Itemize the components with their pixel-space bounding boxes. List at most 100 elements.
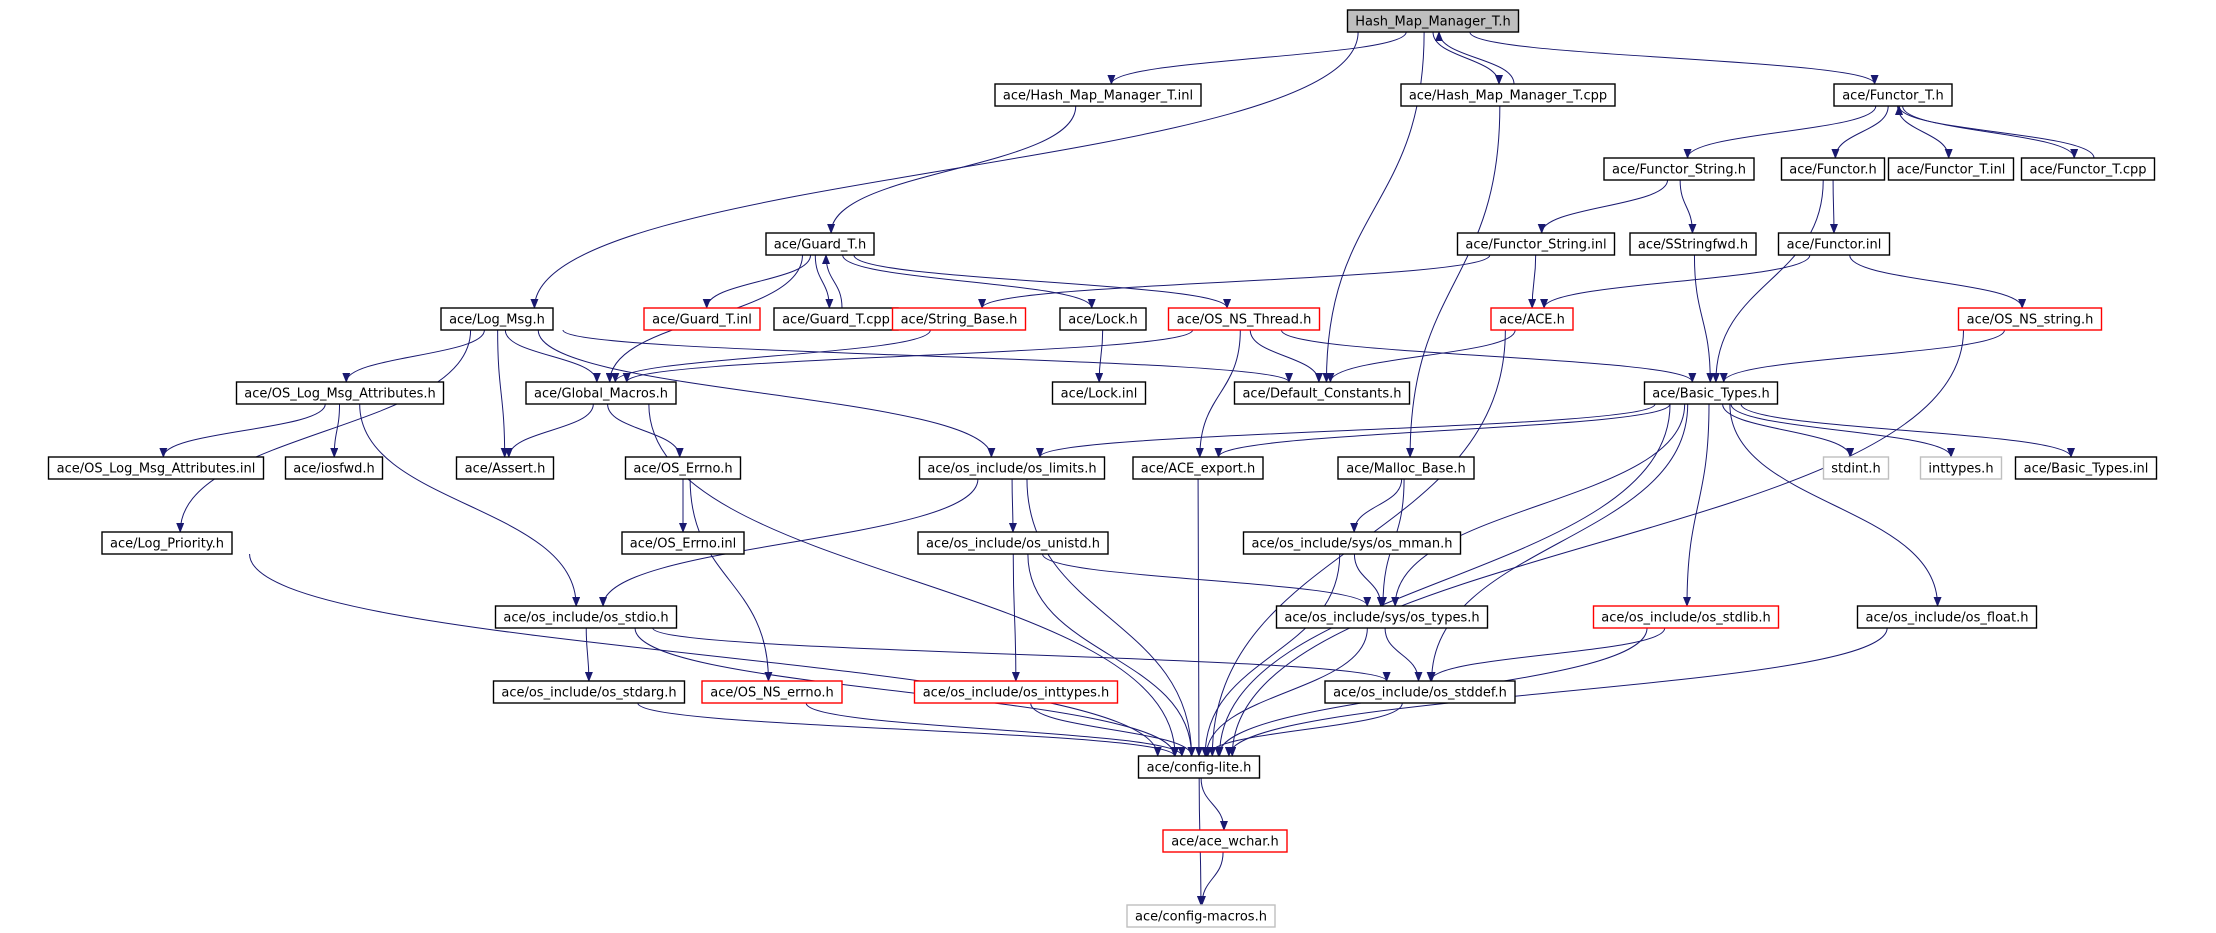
- node-os-stdlib[interactable]: ace/os_include/os_stdlib.h: [1592, 605, 1780, 629]
- node-box: [1233, 381, 1411, 405]
- node-label: ace/ACE_export.h: [1141, 462, 1255, 477]
- edge-log-priority-to-config-lite: [249, 553, 1162, 757]
- node-box: [917, 531, 1109, 555]
- node-os-mman[interactable]: ace/os_include/sys/os_mman.h: [1242, 531, 1462, 555]
- node-stdint[interactable]: stdint.h: [1822, 456, 1890, 480]
- node-box: [1822, 456, 1890, 480]
- node-assert-h[interactable]: ace/Assert.h: [455, 456, 555, 480]
- node-label: ace/os_include/sys/os_types.h: [1284, 611, 1479, 626]
- node-os-ns-string[interactable]: ace/OS_NS_string.h: [1957, 307, 2103, 331]
- node-log-priority[interactable]: ace/Log_Priority.h: [101, 531, 233, 555]
- node-guard-t-inl[interactable]: ace/Guard_T.inl: [643, 307, 761, 331]
- node-os-stdarg[interactable]: ace/os_include/os_stdarg.h: [492, 680, 686, 704]
- node-box: [1490, 307, 1574, 331]
- node-os-log-attr-inl[interactable]: ace/OS_Log_Msg_Attributes.inl: [47, 456, 265, 480]
- node-box: [1456, 232, 1616, 256]
- node-functor-t-inl[interactable]: ace/Functor_T.inl: [1887, 157, 2015, 181]
- node-box: [624, 456, 742, 480]
- node-label: ace/Malloc_Base.h: [1346, 462, 1466, 477]
- node-box: [701, 680, 843, 704]
- node-functor-t-h[interactable]: ace/Functor_T.h: [1833, 83, 1953, 107]
- node-hmm-cpp[interactable]: ace/Hash_Map_Manager_T.cpp: [1400, 83, 1616, 107]
- node-functor-string-inl[interactable]: ace/Functor_String.inl: [1456, 232, 1616, 256]
- node-box: [1887, 157, 2015, 181]
- node-box: [1126, 904, 1276, 928]
- node-label: ace/os_include/sys/os_mman.h: [1252, 537, 1453, 552]
- node-os-unistd[interactable]: ace/os_include/os_unistd.h: [917, 531, 1109, 555]
- edge-functor-inl-to-ace-h: [1540, 254, 1811, 309]
- node-os-errno-inl[interactable]: ace/OS_Errno.inl: [621, 531, 745, 555]
- node-label: ace/os_include/os_inttypes.h: [923, 686, 1110, 701]
- node-guard-t-cpp[interactable]: ace/Guard_T.cpp: [773, 307, 899, 331]
- edge-basic-types-to-inttypes: [1730, 403, 1955, 458]
- node-layer: Hash_Map_Manager_T.h ace/Hash_Map_Manager…: [47, 9, 2158, 928]
- node-ace-wchar[interactable]: ace/ace_wchar.h: [1162, 829, 1288, 853]
- node-os-ns-errno[interactable]: ace/OS_NS_errno.h: [701, 680, 843, 704]
- edge-os-inttypes-to-config-lite: [1030, 702, 1196, 757]
- node-box: [994, 83, 1202, 107]
- node-global-macros[interactable]: ace/Global_Macros.h: [525, 381, 677, 405]
- node-label: ace/os_include/os_stdarg.h: [501, 686, 676, 701]
- node-config-lite[interactable]: ace/config-lite.h: [1137, 755, 1261, 779]
- node-functor-t-cpp[interactable]: ace/Functor_T.cpp: [2020, 157, 2156, 181]
- node-os-stddef[interactable]: ace/os_include/os_stddef.h: [1324, 680, 1516, 704]
- edge-root-to-functor-t-h: [1469, 31, 1879, 85]
- node-ace-h[interactable]: ace/ACE.h: [1490, 307, 1574, 331]
- node-box: [47, 456, 265, 480]
- node-label: ace/os_include/os_unistd.h: [926, 537, 1100, 552]
- node-hmm-inl[interactable]: ace/Hash_Map_Manager_T.inl: [994, 83, 1202, 107]
- edge-ace-export-to-config-lite: [1194, 478, 1203, 757]
- node-lock-h[interactable]: ace/Lock.h: [1059, 307, 1147, 331]
- node-os-limits[interactable]: ace/os_include/os_limits.h: [918, 456, 1106, 480]
- node-os-types[interactable]: ace/os_include/sys/os_types.h: [1275, 605, 1489, 629]
- node-functor-inl[interactable]: ace/Functor.inl: [1777, 232, 1891, 256]
- node-box: [621, 531, 745, 555]
- node-box: [1167, 307, 1321, 331]
- node-log-msg[interactable]: ace/Log_Msg.h: [440, 307, 554, 331]
- node-ace-export[interactable]: ace/ACE_export.h: [1132, 456, 1264, 480]
- node-os-stdio[interactable]: ace/os_include/os_stdio.h: [494, 605, 678, 629]
- node-os-ns-thread[interactable]: ace/OS_NS_Thread.h: [1167, 307, 1321, 331]
- node-box: [913, 680, 1119, 704]
- edge-log-msg-to-assert-h: [497, 329, 509, 458]
- node-os-errno-h[interactable]: ace/OS_Errno.h: [624, 456, 742, 480]
- edge-os-ns-thread-to-default-constants: [1249, 329, 1323, 383]
- node-label: ace/Guard_T.h: [774, 238, 866, 253]
- node-iosfwd[interactable]: ace/iosfwd.h: [284, 456, 384, 480]
- node-box: [1346, 9, 1520, 33]
- edge-root-to-hmm-cpp: [1432, 31, 1503, 85]
- edge-os-types-to-config-lite: [1202, 627, 1368, 757]
- node-default-constants[interactable]: ace/Default_Constants.h: [1233, 381, 1411, 405]
- node-lock-inl[interactable]: ace/Lock.inl: [1051, 381, 1147, 405]
- node-label: ace/os_include/os_stddef.h: [1333, 686, 1507, 701]
- node-sstringfwd[interactable]: ace/SStringfwd.h: [1629, 232, 1757, 256]
- node-label: ace/os_include/os_stdlib.h: [1601, 611, 1770, 626]
- node-string-base[interactable]: ace/String_Base.h: [891, 307, 1027, 331]
- node-os-inttypes[interactable]: ace/os_include/os_inttypes.h: [913, 680, 1119, 704]
- node-malloc-base[interactable]: ace/Malloc_Base.h: [1337, 456, 1475, 480]
- node-basic-types-inl[interactable]: ace/Basic_Types.inl: [2014, 456, 2158, 480]
- node-root[interactable]: Hash_Map_Manager_T.h: [1346, 9, 1520, 33]
- node-box: [1337, 456, 1475, 480]
- node-os-float[interactable]: ace/os_include/os_float.h: [1856, 605, 2038, 629]
- node-label: stdint.h: [1831, 462, 1880, 477]
- edge-log-msg-to-global-macros: [504, 329, 601, 383]
- node-config-macros[interactable]: ace/config-macros.h: [1126, 904, 1276, 928]
- node-label: ace/Assert.h: [465, 462, 546, 477]
- node-inttypes[interactable]: inttypes.h: [1919, 456, 2003, 480]
- edge-os-log-attr-to-os-log-attr-inl: [159, 403, 326, 458]
- node-box: [1400, 83, 1616, 107]
- node-os-log-attr[interactable]: ace/OS_Log_Msg_Attributes.h: [235, 381, 445, 405]
- node-label: ace/Functor.h: [1789, 163, 1876, 178]
- edge-os-stdio-to-config-lite: [634, 627, 1179, 757]
- node-label: ace/Hash_Map_Manager_T.inl: [1003, 89, 1193, 104]
- node-label: ace/os_include/os_stdio.h: [503, 611, 668, 626]
- node-label: ace/ACE.h: [1499, 313, 1565, 328]
- node-guard-t-h[interactable]: ace/Guard_T.h: [765, 232, 875, 256]
- node-basic-types[interactable]: ace/Basic_Types.h: [1643, 381, 1779, 405]
- node-functor-h[interactable]: ace/Functor.h: [1780, 157, 1886, 181]
- node-functor-string-h[interactable]: ace/Functor_String.h: [1603, 157, 1755, 181]
- edge-os-stddef-to-config-lite: [1203, 702, 1403, 757]
- edge-string-base-to-global-macros: [611, 329, 931, 383]
